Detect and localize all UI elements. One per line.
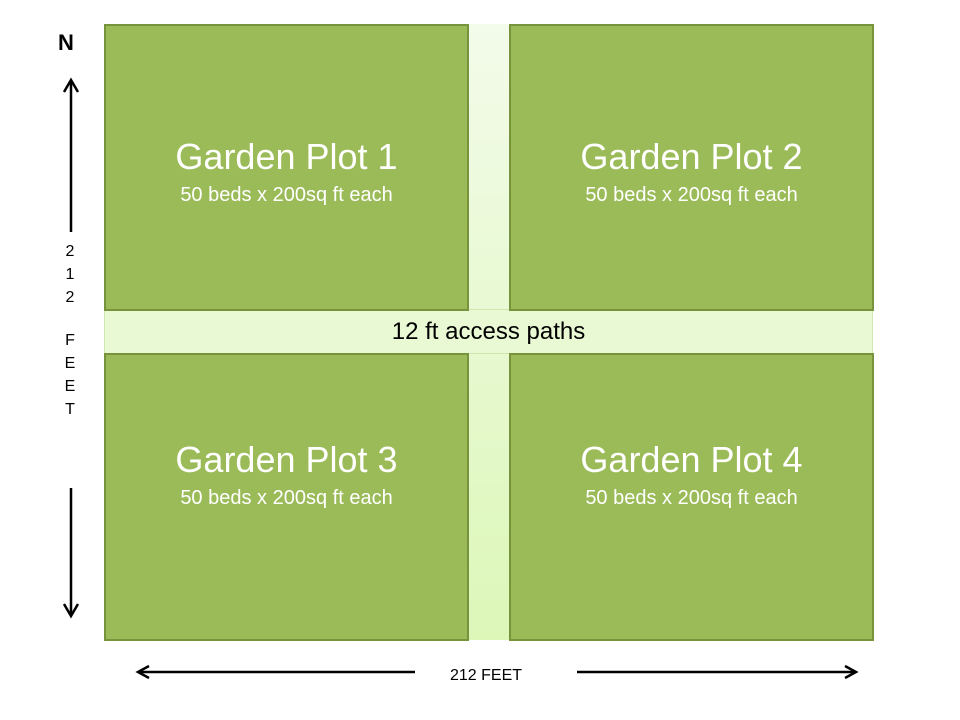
garden-plot-4: Garden Plot 4 50 beds x 200sq ft each (509, 353, 874, 641)
dim-char: 1 (65, 266, 75, 283)
garden-plot-1: Garden Plot 1 50 beds x 200sq ft each (104, 24, 469, 311)
dim-char: E (64, 378, 76, 395)
plot-subtitle: 50 beds x 200sq ft each (585, 184, 798, 206)
plot-subtitle: 50 beds x 200sq ft each (180, 487, 393, 509)
dim-char: 2 (65, 289, 75, 306)
dim-char: F (65, 332, 75, 349)
garden-plot-2: Garden Plot 2 50 beds x 200sq ft each (509, 24, 874, 311)
dim-char: 2 (65, 243, 75, 260)
plot-subtitle: 50 beds x 200sq ft each (180, 184, 393, 206)
garden-plot-3: Garden Plot 3 50 beds x 200sq ft each (104, 353, 469, 641)
north-label: N (58, 30, 74, 55)
plot-title: Garden Plot 4 (580, 439, 803, 480)
plot-title: Garden Plot 2 (580, 136, 803, 177)
plot-title: Garden Plot 1 (175, 136, 398, 177)
vertical-dimension-label: 2 1 2 F E E T (56, 240, 84, 421)
dim-char: E (64, 355, 76, 372)
plot-title: Garden Plot 3 (175, 439, 398, 480)
horizontal-dimension-label: 212 FEET (449, 667, 523, 684)
dim-char: T (65, 401, 75, 418)
plot-subtitle: 50 beds x 200sq ft each (585, 487, 798, 509)
path-label: 12 ft access paths (391, 318, 586, 345)
horizontal-access-path (104, 309, 873, 354)
